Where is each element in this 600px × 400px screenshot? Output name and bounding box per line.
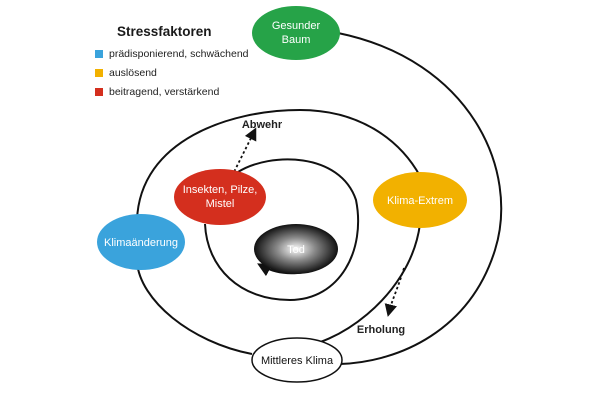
climate-extreme-label: Klima-Extrem [387, 195, 453, 207]
defense-arrow [231, 127, 257, 177]
legend-item-contributing: beitragend, verstärkend [95, 83, 249, 100]
legend-item-triggering: auslösend [95, 64, 249, 81]
legend-swatch-triggering [95, 68, 103, 77]
insects-label-line2: Mistel [206, 198, 235, 210]
legend-label-triggering: auslösend [109, 66, 157, 79]
climate-change-label: Klimaänderung [104, 237, 178, 249]
healthy-tree-node: Gesunder Baum [252, 6, 340, 60]
defense-label: Abwehr [242, 119, 283, 131]
inner-spiral-path [204, 158, 360, 302]
legend-label-contributing: beitragend, verstärkend [109, 85, 220, 98]
healthy-tree-label-line1: Gesunder [272, 20, 321, 32]
outer-spiral-path [337, 32, 503, 365]
mean-climate-node: Mittleres Klima [251, 337, 343, 383]
recovery-arrow [384, 267, 405, 317]
legend-item-predisposing: prädisponierend, schwächend [95, 45, 249, 62]
climate-extreme-node: Klima-Extrem [373, 172, 467, 228]
insects-node: Insekten, Pilze, Mistel [174, 169, 266, 225]
recovery-label: Erholung [357, 324, 405, 336]
legend-swatch-predisposing [95, 49, 103, 58]
climate-change-node: Klimaänderung [97, 214, 185, 270]
legend: Stressfaktoren prädisponierend, schwäche… [95, 24, 249, 102]
insects-label-line1: Insekten, Pilze, [183, 184, 258, 196]
middle-spiral-path [136, 108, 421, 221]
outer-spiral-left [136, 261, 253, 355]
death-node: Tod [254, 224, 338, 274]
legend-title: Stressfaktoren [117, 24, 212, 39]
death-label: Tod [287, 244, 305, 256]
mean-climate-label: Mittleres Klima [261, 355, 334, 367]
legend-label-predisposing: prädisponierend, schwächend [109, 47, 249, 60]
healthy-tree-label-line2: Baum [282, 34, 311, 46]
legend-swatch-contributing [95, 87, 103, 96]
